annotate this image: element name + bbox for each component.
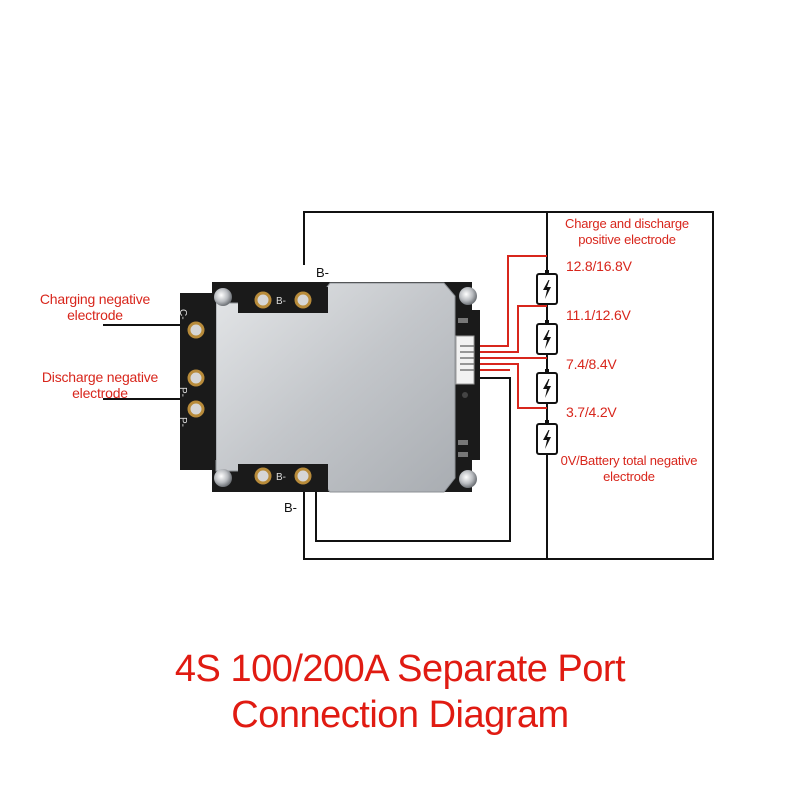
bms-board-image: C- P- P- B- B-: [177, 282, 480, 493]
battery-cell-icon: [536, 319, 558, 355]
b-minus-bottom-label: B-: [284, 500, 297, 515]
battery-total-negative-label: 0V/Battery total negative electrode: [560, 453, 698, 484]
silkscreen-c: C-: [177, 309, 188, 320]
title-line-1: 4S 100/200A Separate Port: [174, 648, 626, 690]
diagram-title: 4S 100/200A Separate Port Connection Dia…: [0, 646, 800, 738]
charge-discharge-positive-label: Charge and discharge positive electrode: [565, 216, 689, 247]
tap-voltage-4: 3.7/4.2V: [566, 404, 617, 420]
tap-voltage-2: 11.1/12.6V: [566, 307, 631, 323]
charging-negative-label: Charging negative electrode: [39, 291, 151, 323]
black-wiring-frame: [103, 211, 714, 560]
discharge-negative-label: Discharge negative electrode: [41, 369, 159, 401]
title-line-2: Connection Diagram: [231, 694, 569, 736]
silkscreen-p2: P-: [177, 417, 188, 427]
battery-cell-icon: [536, 419, 558, 455]
b-minus-top-label: B-: [316, 265, 329, 280]
tap-voltage-1: 12.8/16.8V: [566, 258, 632, 274]
silkscreen-b-top: B-: [276, 296, 286, 307]
silkscreen-b-bottom: B-: [276, 472, 286, 483]
battery-cell-icon: [536, 368, 558, 404]
tap-voltage-3: 7.4/8.4V: [566, 356, 617, 372]
battery-cell-icon: [536, 269, 558, 305]
silkscreen-p1: P-: [177, 387, 188, 397]
